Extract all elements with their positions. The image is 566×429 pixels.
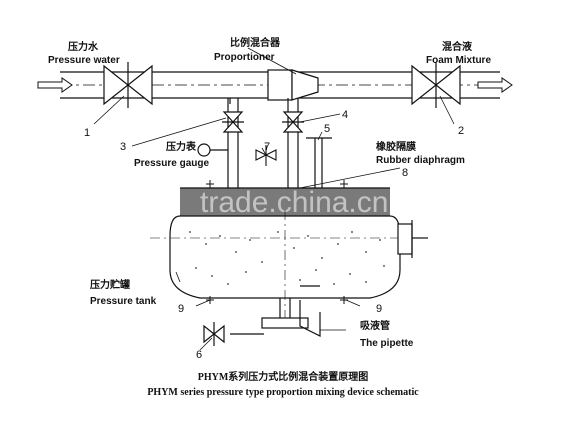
flow-arrow-in [37, 77, 73, 93]
watermark-text: trade.china.cn [200, 186, 388, 219]
pressure-tank-label-en: Pressure tank [90, 296, 157, 307]
valve-7 [255, 145, 277, 166]
proportioner [229, 69, 319, 104]
pressure-gauge-icon [197, 143, 228, 157]
leader-lines [93, 47, 455, 351]
valve-2 [411, 62, 461, 108]
tank-manhole [397, 220, 428, 258]
proportioner-label-en: Proportioner [214, 52, 275, 63]
valve-3 [222, 111, 244, 133]
pipette-label-en: The pipette [360, 338, 414, 349]
callout-5: 5 [324, 123, 330, 135]
callout-6: 6 [196, 349, 202, 361]
pressure-water-label-cn: 压力水 [68, 40, 99, 53]
pressure-gauge-label-en: Pressure gauge [134, 158, 209, 169]
pressure-water-label-en: Pressure water [48, 55, 120, 66]
proportioner-label-cn: 比例混合器 [230, 36, 281, 49]
caption-en: PHYM series pressure type proportion mix… [147, 387, 419, 398]
valve-6 [203, 322, 264, 346]
tank-top-flange: trade.china.cn [180, 186, 390, 219]
pipette [261, 285, 321, 337]
callout-9-right: 9 [376, 303, 382, 315]
callout-2: 2 [458, 125, 464, 137]
flow-arrow-out [477, 77, 513, 93]
rubber-diaphragm-label-en: Rubber diaphragm [376, 155, 465, 166]
pipette-label-cn: 吸液管 [360, 319, 390, 332]
foam-mixture-label-cn: 混合液 [442, 40, 472, 53]
callout-4: 4 [342, 109, 348, 121]
caption-cn: PHYM系列压力式比例混合装置原理图 [198, 370, 369, 383]
pressure-tank-label-cn: 压力贮罐 [90, 278, 130, 291]
callout-8: 8 [402, 167, 408, 179]
callout-9-left: 9 [178, 303, 184, 315]
rubber-diaphragm-label-cn: 橡胶隔膜 [376, 140, 416, 153]
foam-mixture-label-en: Foam Mixture [426, 55, 491, 66]
callout-7: 7 [264, 141, 270, 153]
pressure-gauge-label-cn: 压力表 [166, 140, 197, 153]
valve-1 [103, 62, 153, 108]
callout-3: 3 [120, 141, 126, 153]
liquid-fill [189, 231, 385, 285]
callout-1: 1 [84, 127, 90, 139]
vent-5 [306, 137, 332, 188]
